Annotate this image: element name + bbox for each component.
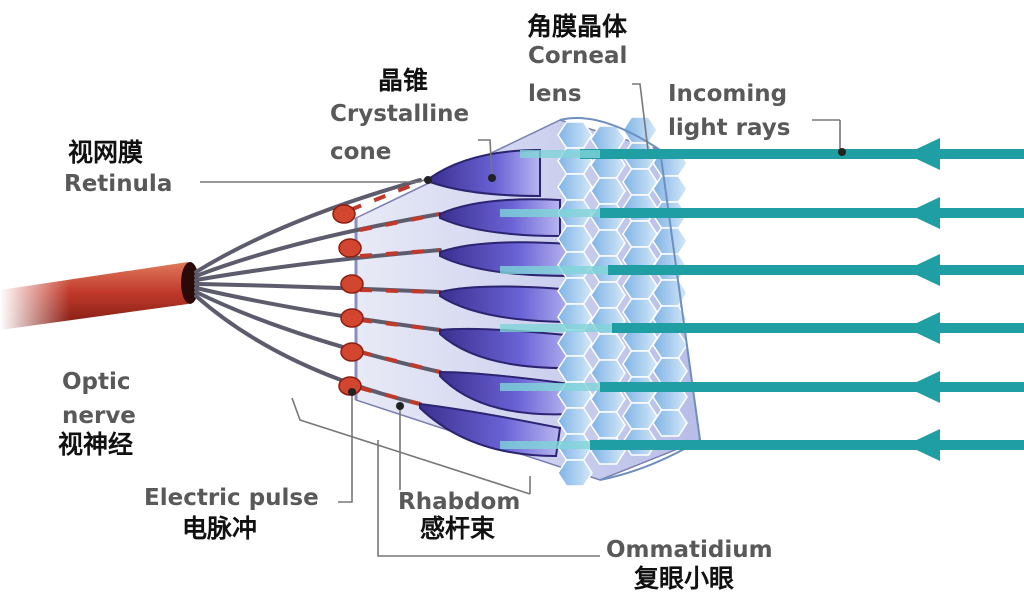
lens-facet xyxy=(622,168,658,196)
lens-facet xyxy=(557,121,593,149)
lens-facet xyxy=(590,125,626,153)
optic-nerve-label-zh: 视神经 xyxy=(58,430,134,459)
light-ray xyxy=(500,254,1024,286)
lens-facet xyxy=(652,227,688,255)
lens-facet xyxy=(557,173,593,201)
retinula-label-zh: 视网膜 xyxy=(68,138,144,167)
light-ray xyxy=(520,138,1024,170)
electric-pulse-label-zh: 电脉冲 xyxy=(182,514,258,543)
optic-nerve-label-en1: Optic xyxy=(62,369,131,395)
lens-facet xyxy=(652,331,688,359)
corneal-lens-label-zh: 角膜晶体 xyxy=(527,12,628,41)
lens-facet xyxy=(590,229,626,257)
incoming-light-rays xyxy=(500,138,1024,461)
crystalline-cone-label-zh: 晶锥 xyxy=(378,66,429,95)
electric-pulse-segments xyxy=(349,180,441,406)
light-ray xyxy=(500,312,1024,344)
lens-facet xyxy=(557,407,593,435)
electric-pulse-label-en: Electric pulse xyxy=(144,485,319,511)
corneal-lens-label-en2: lens xyxy=(528,81,582,107)
lens-facet xyxy=(652,409,688,437)
lens-facet xyxy=(622,272,658,300)
optic-nerve-label-en2: nerve xyxy=(62,403,136,429)
corneal-lens-label-en1: Corneal xyxy=(528,43,628,69)
lens-facet xyxy=(590,333,626,361)
lens-facet xyxy=(622,220,658,248)
ommatidium-label-zh: 复眼小眼 xyxy=(634,564,735,593)
crystalline-cone-label-en1: Crystalline xyxy=(330,101,470,127)
incoming-light-label-1: Incoming xyxy=(668,81,788,107)
light-ray xyxy=(500,371,1024,403)
lens-facet xyxy=(557,459,593,487)
lens-facet xyxy=(622,402,658,430)
incoming-light-label-2: light rays xyxy=(668,115,791,141)
lens-facet xyxy=(557,225,593,253)
lens-facet xyxy=(557,251,593,279)
light-ray xyxy=(500,429,1024,461)
lens-facet xyxy=(590,411,626,439)
ommatidium-label-en: Ommatidium xyxy=(606,537,773,563)
lens-facet xyxy=(622,298,658,326)
lens-facet xyxy=(557,329,593,357)
lens-facet xyxy=(652,175,688,203)
rhabdom-label-zh: 感杆束 xyxy=(420,514,496,543)
lens-facet xyxy=(622,350,658,378)
lens-facet xyxy=(557,355,593,383)
lens-facet xyxy=(590,281,626,309)
lens-facet xyxy=(590,177,626,205)
lens-facet xyxy=(652,357,688,385)
light-ray xyxy=(500,197,1024,229)
lens-facet xyxy=(622,116,658,144)
retinula-label-en: Retinula xyxy=(64,171,173,197)
rhabdom-label-en: Rhabdom xyxy=(398,489,521,515)
crystalline-cone-label-en2: cone xyxy=(330,139,392,165)
lens-facet xyxy=(557,277,593,305)
nerve-fibres xyxy=(194,178,442,406)
